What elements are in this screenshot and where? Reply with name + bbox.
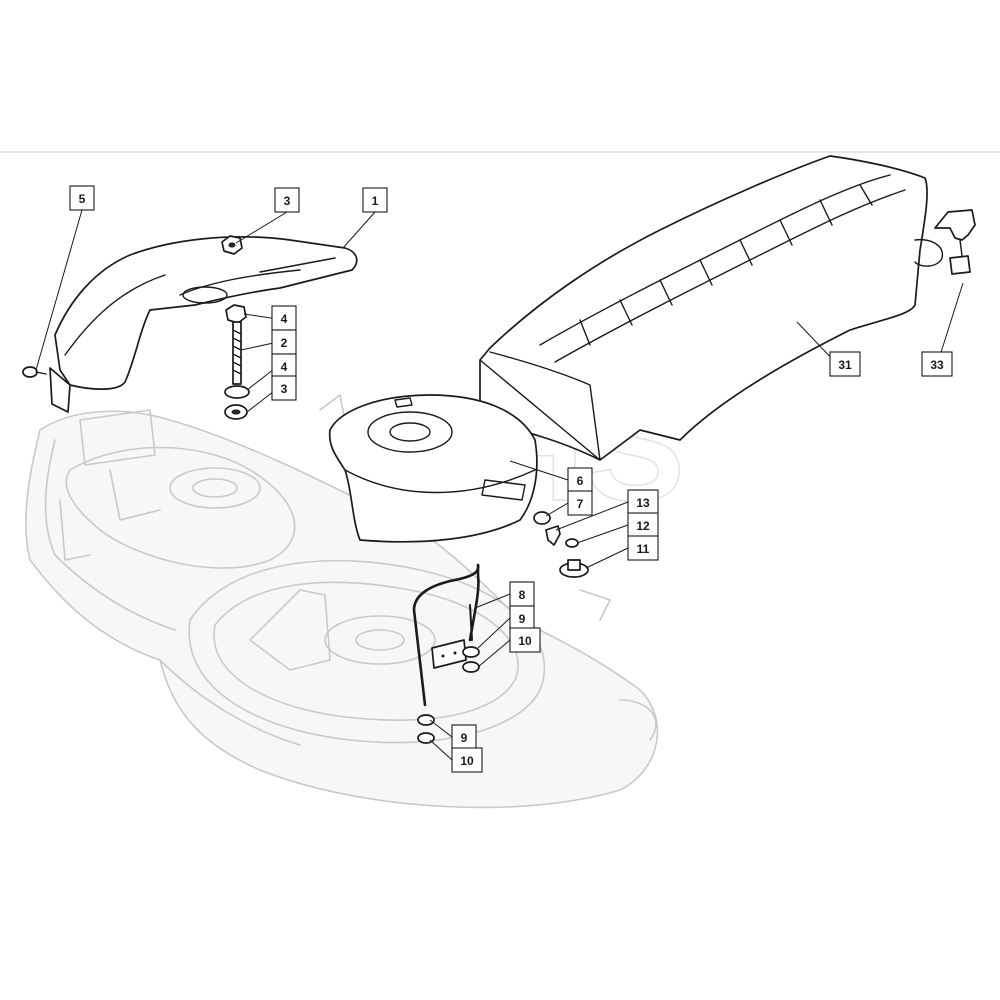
parts-13-12-11 — [545, 525, 589, 578]
part-31-chute — [479, 155, 944, 461]
part-3-nut-top — [221, 235, 243, 255]
callout-9-upper-label: 9 — [519, 612, 526, 626]
callout-12: 12 — [627, 512, 659, 538]
callout-4-upper: 4 — [271, 305, 297, 331]
callout-10-lower: 10 — [451, 747, 483, 773]
parts-9-10-lower — [417, 714, 435, 744]
mower-deck-ghost — [25, 394, 659, 809]
callout-8-label: 8 — [519, 588, 526, 602]
callout-33-label: 33 — [930, 358, 944, 372]
callout-7: 7 — [567, 490, 593, 516]
callout-5-label: 5 — [79, 192, 86, 206]
callout-6-label: 6 — [577, 474, 584, 488]
part-8-rod — [412, 563, 480, 707]
callout-31-label: 31 — [838, 358, 852, 372]
callout-13-label: 13 — [636, 496, 650, 510]
callout-4-lower-label: 4 — [281, 360, 288, 374]
callout-6: 6 — [567, 467, 593, 493]
callout-10-upper-label: 10 — [518, 634, 532, 648]
parts-9-10-upper — [462, 646, 480, 673]
callout-9-lower: 9 — [451, 724, 477, 750]
callout-3-top-label: 3 — [284, 194, 291, 208]
part-6-cover — [328, 394, 538, 543]
part-5-screw — [22, 366, 47, 378]
callout-2: 2 — [271, 329, 297, 355]
stud-stack — [224, 304, 250, 420]
callout-10-lower-label: 10 — [460, 754, 474, 768]
callout-10-upper: 10 — [509, 627, 541, 653]
callout-4-upper-label: 4 — [281, 312, 288, 326]
callout-3-lower-label: 3 — [281, 382, 288, 396]
callout-7-label: 7 — [577, 497, 584, 511]
callout-13: 13 — [627, 489, 659, 515]
leader-lines — [35, 209, 964, 761]
callout-5: 5 — [69, 185, 95, 211]
callout-3-lower: 3 — [271, 375, 297, 401]
callout-3-top: 3 — [274, 187, 300, 213]
callout-33: 33 — [921, 351, 953, 377]
callout-4-lower: 4 — [271, 353, 297, 379]
callout-1: 1 — [362, 187, 388, 213]
callout-31: 31 — [829, 351, 861, 377]
callout-1-label: 1 — [372, 194, 379, 208]
callout-11: 11 — [627, 535, 659, 561]
callout-12-label: 12 — [636, 519, 650, 533]
callout-8: 8 — [509, 581, 535, 607]
part-33-bracket — [934, 209, 976, 275]
part-1-guard — [49, 236, 358, 413]
part-7-knob — [533, 511, 551, 525]
callout-11-label: 11 — [637, 542, 650, 556]
callout-9-lower-label: 9 — [461, 731, 468, 745]
callout-2-label: 2 — [281, 336, 288, 350]
callout-9-upper: 9 — [509, 605, 535, 631]
